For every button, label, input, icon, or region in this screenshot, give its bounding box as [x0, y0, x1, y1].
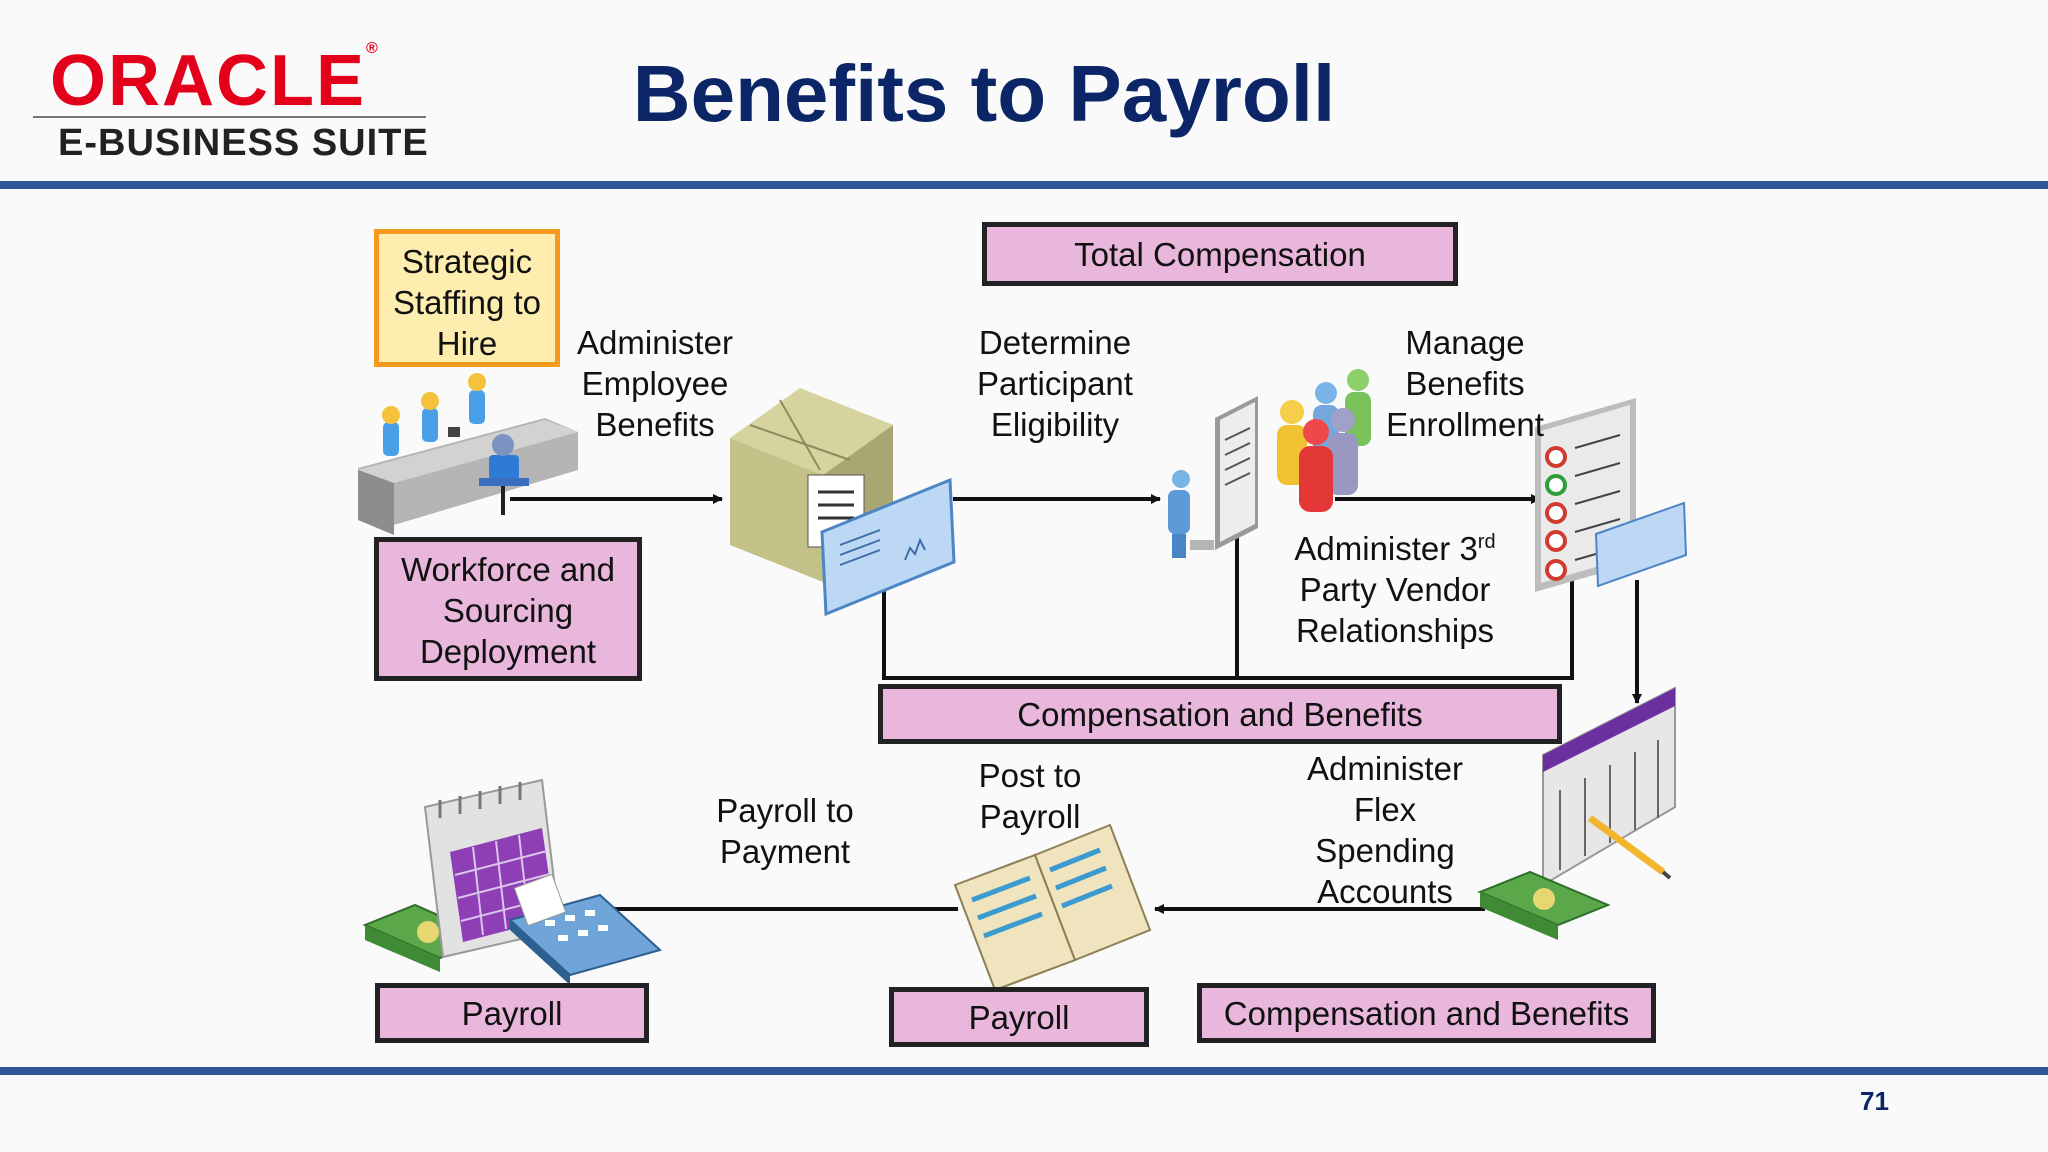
- payroll-box: Payroll: [375, 983, 649, 1043]
- logo-suite-text: E-BUSINESS SUITE: [58, 122, 429, 164]
- strategic-staffing-box: Strategic Staffing to Hire: [374, 229, 560, 367]
- label-flex-spending: Administer Flex Spending Accounts: [1307, 750, 1463, 910]
- label-post-to-payroll: Post to Payroll: [978, 757, 1082, 835]
- top-divider: [0, 181, 2048, 189]
- person-document-icon: [1168, 396, 1258, 558]
- benefit-check-icon: [820, 477, 956, 617]
- cash-money-icon: [1477, 870, 1611, 940]
- workforce-sourcing-box: Workforce and Sourcing Deployment: [374, 537, 642, 681]
- page-title: Benefits to Payroll: [632, 49, 1336, 138]
- people-group-icon: [1277, 369, 1371, 512]
- calculator-icon: [507, 873, 663, 985]
- label-vendor-relationships: Administer 3rd Party Vendor Relationship…: [1294, 530, 1496, 649]
- payroll-ledger-icon: [953, 823, 1152, 992]
- oracle-logo: ORACLE®: [50, 40, 380, 121]
- label-administer-employee-benefits: Administer Employee Benefits: [577, 324, 733, 443]
- checklist-icon: [1535, 398, 1688, 592]
- bracket-comp-benefits: [882, 565, 1574, 680]
- office-desk-people-icon: [358, 373, 578, 535]
- label-payroll-to-payment: Payroll to Payment: [716, 792, 854, 870]
- compensation-benefits-box: Compensation and Benefits: [878, 684, 1562, 744]
- flow-connectors: [510, 494, 1642, 914]
- label-determine-eligibility: Determine Participant Eligibility: [977, 324, 1133, 443]
- payroll-box: Payroll: [889, 987, 1149, 1047]
- label-manage-enrollment: Manage Benefits Enrollment: [1386, 324, 1544, 443]
- compensation-benefits-box: Compensation and Benefits: [1197, 983, 1656, 1043]
- total-compensation-box: Total Compensation: [982, 222, 1458, 286]
- spreadsheet-pencil-icon: [1542, 686, 1676, 887]
- page-number: 71: [1860, 1086, 1889, 1116]
- bottom-divider: [0, 1067, 2048, 1075]
- logo-divider: [33, 116, 426, 118]
